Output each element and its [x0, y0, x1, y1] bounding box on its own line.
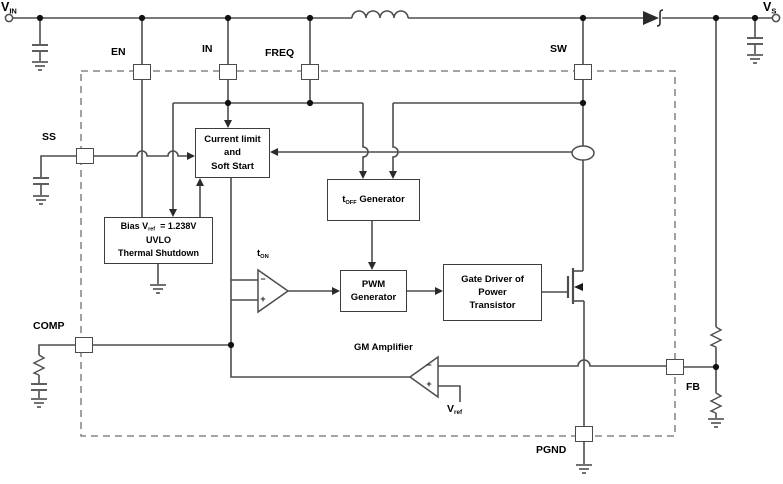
vin-terminal-circle [4, 13, 14, 23]
block-text-line: tOFF Generator [342, 193, 405, 206]
pin-ss [76, 148, 94, 164]
capacitor-symbols [31, 37, 763, 391]
arrowheads [169, 120, 443, 295]
block-text-line: and [224, 147, 241, 159]
ss-pin-label: SS [42, 131, 57, 143]
pin-freq [301, 64, 319, 80]
block-text-line: Generator [350, 292, 397, 303]
block-text-line: Gate Driver of [461, 273, 524, 285]
block-text-line: Soft Start [211, 160, 254, 172]
wires [9, 10, 772, 464]
mosfet-symbol [566, 268, 583, 304]
en-pin-label: EN [111, 46, 126, 58]
pwm-generator-block: PWM Generator [340, 270, 407, 312]
block-text-line: Transistor [469, 300, 516, 312]
gate-driver-block: Gate Driver of Power Transistor [443, 264, 542, 321]
ton-label: tON [257, 248, 269, 260]
fb-pin-label: FB [686, 381, 700, 393]
pin-in [219, 64, 237, 80]
vref-label: Vref [447, 403, 463, 417]
gm-amplifier-label: GM Amplifier [354, 342, 413, 353]
resistor-symbols [32, 326, 723, 414]
ton-minus-input-sign: − [260, 274, 266, 284]
freq-pin-label: FREQ [265, 47, 295, 59]
block-text-line: Bias Vref= 1.238V [120, 221, 197, 233]
current-sense-ellipse [571, 145, 595, 161]
bias-uvlo-thermal-block: Bias Vref= 1.238V UVLO Thermal Shutdown [104, 217, 213, 264]
pgnd-pin-label: PGND [536, 444, 567, 456]
junction-dots [36, 14, 759, 371]
vin-label: VIN [1, 0, 17, 16]
ton-comparator-triangle [257, 268, 290, 314]
pin-fb [666, 359, 684, 375]
sw-pin-label: SW [550, 43, 567, 55]
gm-amplifier-triangle [408, 355, 439, 399]
block-text-line: Thermal Shutdown [118, 248, 199, 259]
pin-comp [75, 337, 93, 353]
pin-pgnd [575, 426, 593, 442]
toff-generator-block: tOFF Generator [327, 179, 420, 221]
pin-sw [574, 64, 592, 80]
pin-en [133, 64, 151, 80]
current-limit-block: Current limit and Soft Start [195, 128, 270, 178]
block-text-line: Power [478, 286, 507, 298]
ton-plus-input-sign: + [260, 294, 266, 304]
block-text-line: UVLO [145, 234, 171, 245]
gm-plus-input-sign: + [426, 379, 432, 389]
ground-symbols [31, 54, 763, 474]
comp-pin-label: COMP [33, 320, 65, 332]
vs-label: VS [763, 0, 777, 16]
gm-minus-input-sign: − [426, 360, 432, 370]
block-text-line: PWM [361, 278, 386, 290]
vs-terminal-circle [771, 13, 781, 23]
block-text-line: Current limit [204, 134, 261, 146]
diode-symbol [643, 9, 664, 27]
inductor-symbol [351, 10, 409, 19]
in-pin-label: IN [202, 43, 213, 55]
